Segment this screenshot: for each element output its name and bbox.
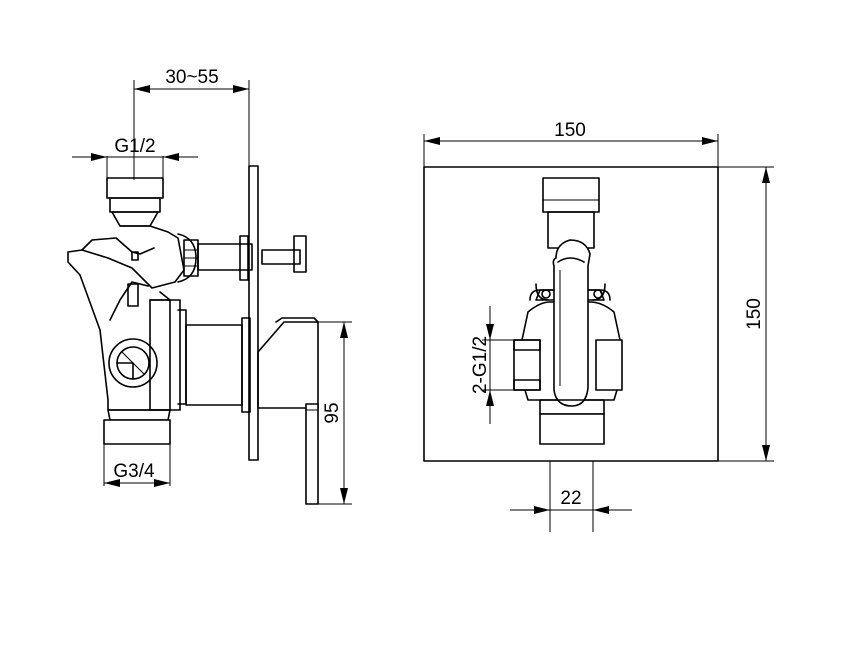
front-view: 150 150 2-G1/2 22 bbox=[423, 120, 774, 532]
side-body bbox=[67, 225, 307, 411]
dim-inlet: G1/2 bbox=[72, 136, 198, 178]
dim-ports: 2-G1/2 bbox=[470, 306, 514, 424]
dim-front-height: 150 bbox=[718, 166, 774, 462]
front-body bbox=[513, 239, 623, 407]
dim-outlet-width-label: 22 bbox=[560, 488, 581, 509]
front-plate bbox=[423, 166, 719, 462]
front-top-connector bbox=[542, 177, 600, 249]
dim-side-height: 95 bbox=[318, 321, 352, 505]
dim-side-height-label: 95 bbox=[322, 402, 343, 423]
dim-depth: 30~55 bbox=[133, 67, 250, 180]
dim-outlet-label: G3/4 bbox=[113, 461, 155, 482]
dim-front-width: 150 bbox=[423, 120, 719, 167]
dim-front-height-label: 150 bbox=[744, 298, 765, 330]
dim-outlet-width: 22 bbox=[510, 461, 632, 532]
side-view: 30~55 G1/2 G3/4 95 bbox=[67, 67, 352, 505]
front-bottom-connector bbox=[539, 399, 605, 445]
side-cylinder bbox=[108, 299, 251, 413]
dim-inlet-label: G1/2 bbox=[114, 136, 155, 157]
dim-depth-label: 30~55 bbox=[165, 67, 218, 88]
side-top-connector bbox=[106, 177, 164, 227]
side-lever-handle bbox=[257, 317, 319, 505]
dim-front-width-label: 150 bbox=[554, 120, 586, 141]
side-bottom-connector bbox=[103, 409, 171, 445]
dim-outlet: G3/4 bbox=[103, 444, 171, 487]
side-wall-plate bbox=[248, 165, 259, 461]
dim-ports-label: 2-G1/2 bbox=[470, 336, 491, 394]
